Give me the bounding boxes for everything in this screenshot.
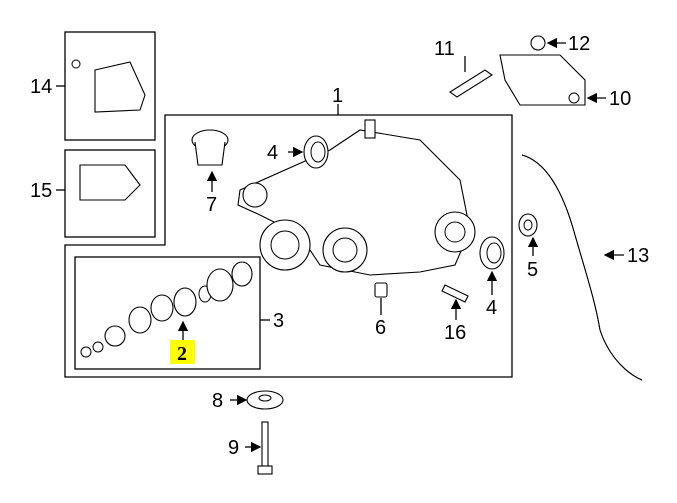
callout-11[interactable]: 11 — [434, 38, 455, 60]
callout-16[interactable]: 16 — [444, 322, 466, 344]
callout-1[interactable]: 1 — [332, 85, 343, 107]
callout-4-right[interactable]: 4 — [486, 297, 497, 319]
bracket-14-parts — [71, 59, 146, 113]
mount-bushing-7 — [191, 129, 229, 166]
callout-10[interactable]: 10 — [609, 88, 631, 110]
callout-12[interactable]: 12 — [568, 33, 590, 55]
callout-8[interactable]: 8 — [212, 390, 223, 412]
module-10 — [499, 54, 586, 106]
sensor-11 — [449, 69, 493, 98]
callout-9[interactable]: 9 — [228, 437, 239, 459]
seal-4-left — [303, 135, 329, 169]
highlight-2 — [170, 340, 195, 364]
callout-6[interactable]: 6 — [375, 317, 386, 339]
kit-box-15 — [64, 149, 156, 238]
callout-15[interactable]: 15 — [30, 180, 52, 202]
callout-3[interactable]: 3 — [273, 310, 284, 332]
bushing-5 — [518, 213, 538, 237]
sensor-16 — [441, 284, 469, 303]
bearing-kit-parts — [80, 261, 253, 358]
callout-7[interactable]: 7 — [206, 194, 217, 216]
callout-14[interactable]: 14 — [30, 76, 52, 98]
plug-6 — [374, 282, 388, 298]
washer-8 — [246, 390, 284, 410]
callout-13[interactable]: 13 — [627, 245, 649, 267]
actuator-15-parts — [79, 164, 141, 201]
callout-5[interactable]: 5 — [527, 259, 538, 281]
bolt-9 — [257, 421, 273, 475]
leader-lines — [56, 37, 624, 453]
callout-4-left[interactable]: 4 — [267, 142, 278, 164]
callout-2[interactable]: 2 — [177, 343, 187, 365]
assembly-box-3 — [74, 256, 261, 370]
nut-12 — [530, 35, 546, 51]
assembly-box-1 — [64, 114, 513, 378]
harness-13 — [521, 154, 643, 381]
seal-4-right — [479, 236, 505, 270]
differential-housing — [237, 119, 476, 276]
